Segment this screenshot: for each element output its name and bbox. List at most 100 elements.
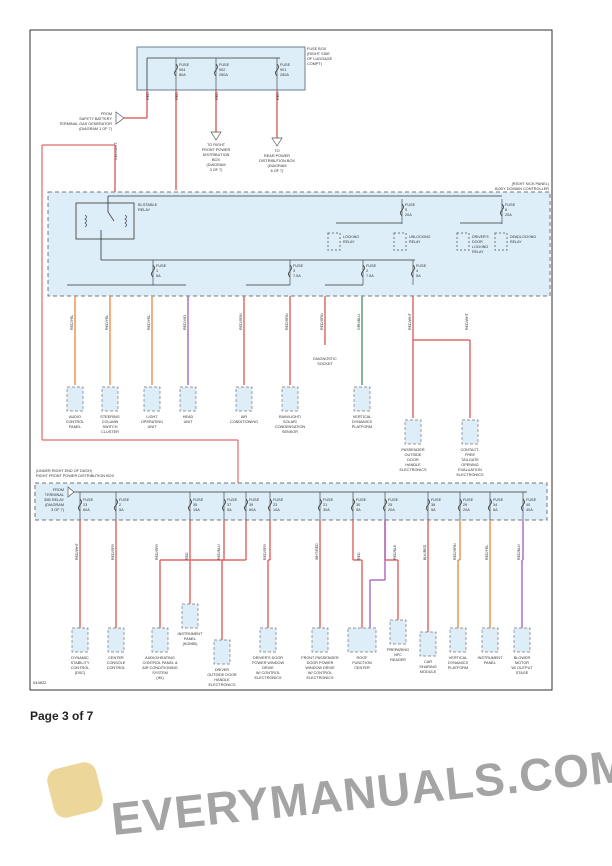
label-line: OF LUGGAGE [307,57,333,61]
label-line: 901 [280,68,286,72]
wire-color-label: RED/BLU [517,544,521,560]
label-line: 2 [366,269,368,273]
label-line: DOOR POWER [307,661,334,665]
connector-arrow-icon [271,137,283,147]
label-line: 34 [493,503,497,507]
label-line: 23 [273,503,277,507]
label-line: DYNAMICS [448,661,469,665]
label-line: 5A [431,508,436,512]
label-line: RELAY [472,250,484,254]
label-line: 30A [323,508,330,512]
component-box [419,631,437,657]
label-line: (DIAGRAM [207,163,226,167]
label-line: ELECTRONICS [254,676,281,680]
label-line: 20A [405,213,412,217]
label-line: FUSE [463,498,474,502]
fuse-icon [318,498,322,512]
component-box [66,386,84,412]
label-line: 6 [505,208,507,212]
component-box [461,419,479,445]
label-line: FUSE [280,63,291,67]
diagram-frame [29,29,553,691]
component-box [71,627,89,653]
label-line: SAFETY BATTERY [79,117,112,121]
label-line: DYNAMIC [71,656,89,660]
label-line: FUSE [405,203,416,207]
label-line: ROOF [357,656,369,660]
wire-color-label: RED [215,92,219,100]
connector-arrow-icon [115,111,125,125]
label-line: SENSOR [282,430,298,434]
label-line: ELECTRONICS [399,468,426,472]
label-line: FROM [53,488,64,492]
label-line: DISTRIBUTION BOX [259,159,295,163]
wire-color-label: RED/VIO [183,315,187,330]
wire-color-label: RED/GRN [320,313,324,330]
fuse-icon [214,63,218,77]
label-line: FUSE [227,498,238,502]
label-line: 40 [526,503,530,507]
label-line: ELECTRONICS [208,683,235,687]
label-line: DRIVER [215,668,230,672]
label-line: FUSE [179,63,190,67]
label-line: AIR [241,415,248,419]
fuse-icon [411,264,415,278]
label-line: COLUMN [102,420,119,424]
label-line: MODULE [420,670,437,674]
label-line: LOCKING [343,235,359,239]
component-box [389,619,407,645]
label-line: FUSE [493,498,504,502]
label-line: 7.5A [293,274,301,278]
label-line: PANEL [69,425,81,429]
label-line: PANEL [184,637,196,641]
label-line: 37 [227,503,231,507]
label-line: FROM [101,112,112,116]
wire-color-label: RED/YEL [70,315,74,330]
fuse-icon [268,498,272,512]
label-line: 3 [293,269,295,273]
label-line: 30 [356,503,360,507]
label-line: PLATFORM [448,666,468,670]
relay-coil-icon [84,211,127,228]
component-box [179,386,197,412]
label-line: UNLOCKING [409,235,431,239]
label-line: VERTICAL [449,656,468,660]
label-line: 15A [193,508,200,512]
fuse-icon [351,498,355,512]
component-box [181,603,199,629]
wire-color-label: RED/WHT [114,142,118,160]
component-box [101,386,119,412]
label-line: POWER WINDOW [252,661,284,665]
label-line: W/ OUTPUT [511,666,533,670]
label-line: 25 [388,503,392,507]
label-line: CONTROL [107,666,126,670]
label-line: OPERATING [141,420,163,424]
label-line: 5A [119,508,124,512]
label-line: BLOWER [514,656,531,660]
fuse-icon [188,498,192,512]
label-line: 2 [119,503,121,507]
label-line: NFC [394,653,402,657]
fuse-icon [426,498,430,512]
label-line: CENTER [354,666,370,670]
component-box [259,627,277,653]
label-line: CONTROL [71,666,90,670]
relay-box [456,232,470,251]
label-line: 20A [388,508,395,512]
